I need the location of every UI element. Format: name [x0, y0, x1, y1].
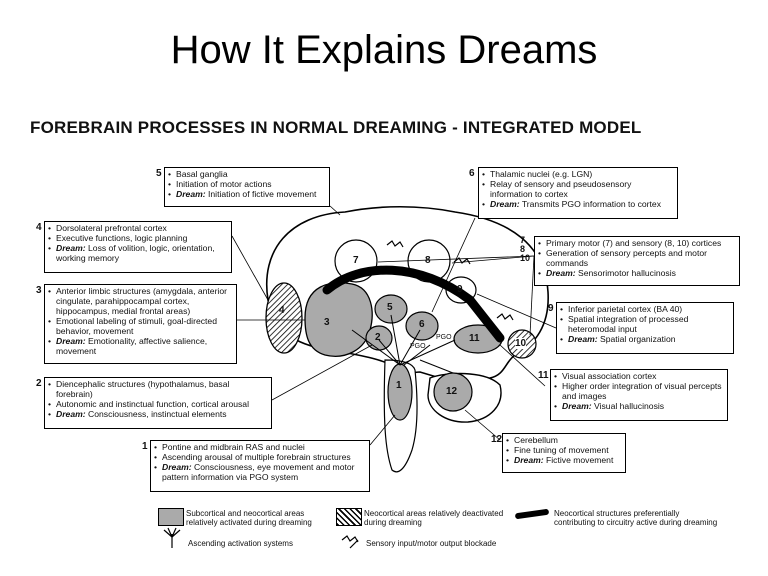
region-label-5: 5: [387, 302, 393, 313]
box-diencephalic: Diencephalic structures (hypothalamus, b…: [44, 377, 272, 429]
box-line: Relay of sensory and pseudosensory infor…: [482, 179, 674, 199]
pgo-label: PGO: [410, 343, 426, 350]
box-dream-line: Dream: Spatial organization: [560, 334, 730, 344]
box-number: 12: [491, 434, 503, 445]
region-label-10: 10: [515, 338, 527, 349]
box-dream-line: Dream: Visual hallucinosis: [554, 401, 724, 411]
box-number: 11: [538, 370, 549, 381]
region-label-8: 8: [425, 255, 431, 266]
box-line: Primary motor (7) and sensory (8, 10) co…: [538, 238, 736, 248]
box-number: 7 8 10: [520, 235, 531, 263]
box-dream-line: Dream: Consciousness, eye movement and m…: [154, 462, 366, 482]
region-label-4: 4: [279, 305, 285, 316]
blockade-symbol: [341, 535, 359, 549]
region-5-shape: [374, 294, 408, 324]
box-line: Anterior limbic structures (amygdala, an…: [48, 286, 233, 316]
legend-blockade: Sensory input/motor output blockade: [366, 539, 497, 548]
box-inferior-parietal: Inferior parietal cortex (BA 40) Spatial…: [556, 302, 734, 354]
box-dream-line: Dream: Sensorimotor hallucinosis: [538, 268, 736, 278]
connector-lines: [231, 205, 557, 446]
box-thalamic-nuclei: Thalamic nuclei (e.g. LGN) Relay of sens…: [478, 167, 678, 219]
legend-ascending: Ascending activation systems: [188, 539, 293, 548]
box-number: 5: [156, 168, 162, 179]
box-line: Generation of sensory percepts and motor…: [538, 248, 736, 268]
box-anterior-limbic: Anterior limbic structures (amygdala, an…: [44, 284, 237, 364]
pgo-label: PGO: [436, 334, 452, 341]
brain-outline: [266, 205, 549, 383]
box-pontine-midbrain: Pontine and midbrain RAS and nuclei Asce…: [150, 440, 370, 492]
box-line: Thalamic nuclei (e.g. LGN): [482, 169, 674, 179]
box-dream-line: Dream: Initiation of fictive movement: [168, 189, 326, 199]
box-line: Cerebellum: [506, 435, 622, 445]
legend-preferential: Neocortical structures preferentially co…: [554, 509, 718, 527]
region-3-shape: [304, 282, 373, 357]
preferential-arc: [322, 265, 505, 343]
figure-title: FOREBRAIN PROCESSES IN NORMAL DREAMING -…: [30, 118, 642, 137]
box-line: Higher order integration of visual perce…: [554, 381, 724, 401]
legend-hatch-swatch: [336, 508, 362, 526]
box-number: 4: [36, 222, 42, 233]
box-dream-line: Dream: Emotionality, affective salience,…: [48, 336, 233, 356]
box-line: Diencephalic structures (hypothalamus, b…: [48, 379, 268, 399]
box-number: 3: [36, 285, 42, 296]
legend-activated: Subcortical and neocortical areas relati…: [186, 509, 312, 527]
region-label-1: 1: [396, 380, 402, 391]
box-line: Spatial integration of processed heterom…: [560, 314, 730, 334]
box-number: 1: [142, 441, 148, 452]
box-line: Basal ganglia: [168, 169, 326, 179]
region-label-11: 11: [469, 333, 480, 344]
box-cerebellum: Cerebellum Fine tuning of movement Dream…: [502, 433, 626, 473]
region-label-7: 7: [353, 255, 359, 266]
box-dream-line: Dream: Fictive movement: [506, 455, 622, 465]
box-number: 2: [36, 378, 42, 389]
region-1-shape: [387, 363, 413, 421]
box-dream-line: Dream: Transmits PGO information to cort…: [482, 199, 674, 209]
box-line: Emotional labeling of stimuli, goal-dire…: [48, 316, 233, 336]
region-label-2: 2: [375, 332, 381, 343]
box-line: Executive functions, logic planning: [48, 233, 228, 243]
region-6-shape: [405, 311, 439, 341]
box-line: Autonomic and instinctual function, cort…: [48, 399, 268, 409]
box-line: Ascending arousal of multiple forebrain …: [154, 452, 366, 462]
legend-deactivated: Neocortical areas relatively deactivated…: [364, 509, 504, 527]
box-number: 6: [469, 168, 475, 179]
box-primary-motor-sensory: Primary motor (7) and sensory (8, 10) co…: [534, 236, 740, 286]
slide-title: How It Explains Dreams: [170, 28, 598, 72]
legend-gray-swatch: [158, 508, 184, 526]
box-line: Fine tuning of movement: [506, 445, 622, 455]
region-label-6: 6: [419, 319, 425, 330]
region-label-3: 3: [324, 317, 330, 328]
box-line: Inferior parietal cortex (BA 40): [560, 304, 730, 314]
box-dorsolateral-prefrontal: Dorsolateral prefrontal cortex Executive…: [44, 221, 232, 273]
region-label-12: 12: [446, 386, 458, 397]
box-visual-association: Visual association cortex Higher order i…: [550, 369, 728, 421]
ascending-symbol: [163, 527, 181, 548]
region-label-9: 9: [457, 284, 463, 295]
region-4-shape: [265, 282, 303, 354]
box-dream-line: Dream: Consciousness, instinctual elemen…: [48, 409, 268, 419]
activation-lines: [351, 314, 456, 374]
box-line: Dorsolateral prefrontal cortex: [48, 223, 228, 233]
box-line: Visual association cortex: [554, 371, 724, 381]
box-basal-ganglia: Basal ganglia Initiation of motor action…: [164, 167, 330, 207]
box-dream-line: Dream: Loss of volition, logic, orientat…: [48, 243, 228, 263]
box-line: Pontine and midbrain RAS and nuclei: [154, 442, 366, 452]
box-number: 9: [548, 303, 554, 314]
box-line: Initiation of motor actions: [168, 179, 326, 189]
